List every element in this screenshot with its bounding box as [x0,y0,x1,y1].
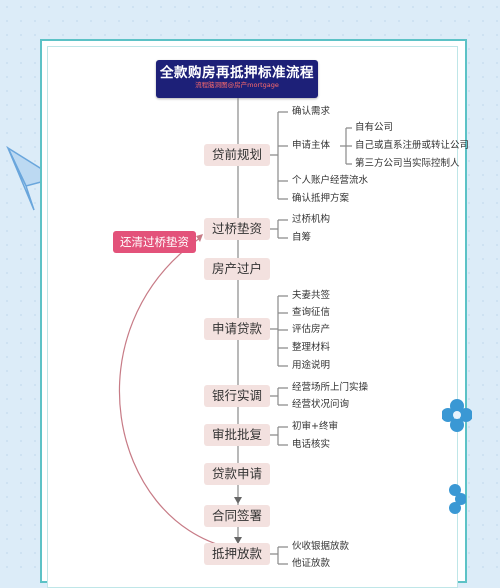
leaf-prepare-docs: 整理材料 [292,342,331,353]
leaf-account-flow: 个人账户经营流水 [292,175,369,186]
step-loan-request: 贷款申请 [204,463,270,485]
loop-label-repay-bridge: 还清过桥垫资 [113,231,196,253]
leaf-bridge-agency: 过桥机构 [292,214,331,225]
leaf-third-party-company: 第三方公司当实际控制人 [355,158,460,169]
flower-icon [449,484,466,514]
leaf-credit-check: 查询征信 [292,307,331,318]
leaf-registered-company: 自己或直系注册或转让公司 [355,140,470,151]
subtitle-text: 流程脑洞图@房产mortgage [195,81,279,89]
diagram-title: 全款购房再抵押标准流程 流程脑洞图@房产mortgage [156,60,318,98]
leaf-mortgage-plan: 确认抵押方案 [292,193,350,204]
card-inner [47,46,458,588]
leaf-business-inquiry: 经营状况问询 [292,399,350,410]
step-contract-signing: 合同签署 [204,505,270,527]
leaf-spouse-sign: 夫妻共签 [292,290,331,301]
leaf-phone-verify: 电话核实 [292,439,331,450]
leaf-review: 初审+终审 [292,421,338,432]
leaf-applicant: 申请主体 [292,140,331,151]
step-loan-planning: 贷前规划 [204,144,270,166]
title-text: 全款购房再抵押标准流程 [160,65,314,81]
leaf-site-visit: 经营场所上门实操 [292,382,369,393]
leaf-property-valuation: 评估房产 [292,324,331,335]
step-approval: 审批批复 [204,424,270,446]
leaf-confirm-needs: 确认需求 [292,106,331,117]
step-apply-loan: 申请贷款 [204,318,270,340]
connector-lines [119,98,352,565]
step-bank-survey: 银行实调 [204,385,270,407]
step-bridge-funding: 过桥垫资 [204,218,270,240]
leaf-own-company: 自有公司 [355,122,394,133]
flower-icon [442,399,472,432]
leaf-purpose-statement: 用途说明 [292,360,331,371]
leaf-self-funding: 自筹 [292,232,312,243]
step-mortgage-release: 抵押放款 [204,543,270,565]
leaf-receipt-release: 伙收银据放款 [292,541,350,552]
leaf-certificate-release: 他证放款 [292,558,331,569]
step-property-transfer: 房产过户 [204,258,270,280]
